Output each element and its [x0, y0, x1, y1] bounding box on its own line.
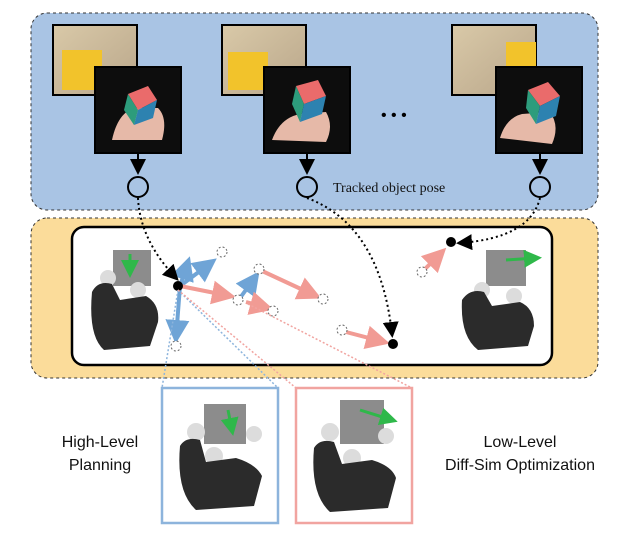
- pose-node-icon: [388, 339, 398, 349]
- robot-hand-icon: [461, 249, 542, 350]
- pose-node-icon: [446, 237, 456, 247]
- video-frame-group-3: [451, 24, 583, 154]
- box-icon: [228, 52, 268, 90]
- video-frame-group-2: [221, 24, 351, 154]
- pose-node-icon: [253, 263, 265, 275]
- pose-node-icon: [170, 340, 182, 352]
- robot-hand-icon: [179, 404, 262, 510]
- high-level-label-line1: High-Level: [62, 434, 138, 451]
- pose-node-icon: [173, 281, 183, 291]
- pose-node-icon: [336, 324, 348, 336]
- pose-node-icon: [232, 294, 244, 306]
- pose-node-icon: [296, 176, 318, 198]
- high-level-label-line2: Planning: [69, 457, 131, 474]
- pose-node-icon: [127, 176, 149, 198]
- pose-node-icon: [216, 246, 228, 258]
- pose-node-icon: [267, 305, 279, 317]
- ellipsis-text: • • •: [381, 107, 407, 124]
- low-level-label-line2: Diff-Sim Optimization: [445, 457, 595, 474]
- robot-hand-icon: [313, 400, 398, 512]
- pose-node-icon: [416, 266, 428, 278]
- pose-node-icon: [529, 176, 551, 198]
- tracked-pose-label: Tracked object pose: [333, 181, 445, 196]
- robot-hand-icon: [91, 250, 159, 350]
- low-level-label-line1: Low-Level: [484, 434, 557, 451]
- pose-node-icon: [317, 293, 329, 305]
